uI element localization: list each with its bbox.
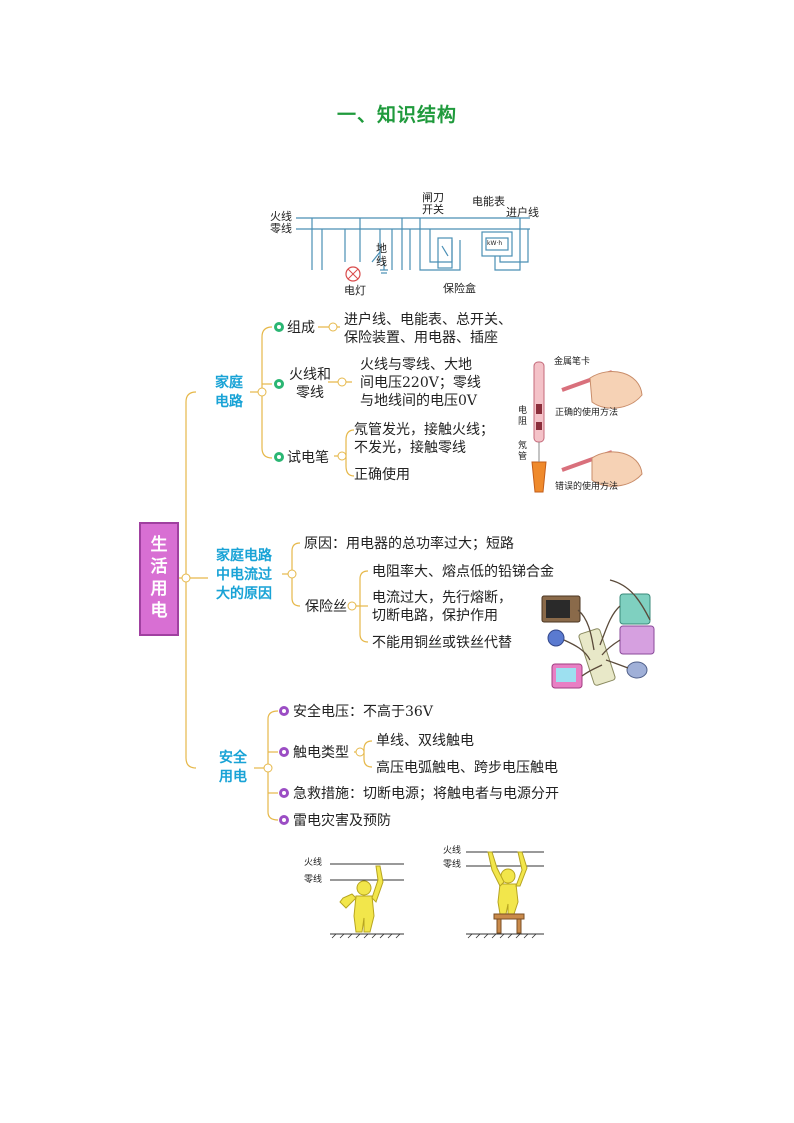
fuse-box-label: 保险盒	[443, 282, 476, 295]
composition-text-2: 保险装置、用电器、插座	[344, 330, 498, 346]
fuse-item-2-line-2: 切断电路，保护作用	[372, 608, 498, 624]
page-title: 一、知识结构	[336, 104, 457, 126]
neon-label-1: 氖	[518, 441, 528, 451]
composition-label: 组成	[287, 320, 315, 336]
ground-label-1: 地	[376, 242, 387, 255]
test-pen-figure	[531, 361, 643, 493]
root-char: 电	[150, 601, 168, 621]
root-char: 活	[150, 557, 168, 577]
fire-line-label: 火线	[270, 210, 292, 223]
metal-cap-label: 金属笔卡	[554, 357, 591, 367]
branch-overcurrent: 家庭电路 中电流过 大的原因	[206, 547, 282, 604]
branch-title-line: 家庭电路	[216, 548, 272, 564]
person-figure-left	[339, 865, 384, 933]
first-aid: 急救措施：切断电源；将触电者与电源分开	[293, 786, 559, 802]
lines-label-1: 火线和	[289, 367, 331, 383]
branch-title-line: 用电	[219, 769, 247, 785]
ground-hatch	[331, 933, 537, 939]
tester-label: 试电笔	[287, 450, 329, 466]
neon-label-2: 管	[518, 452, 528, 462]
branch-title-line: 电路	[215, 394, 243, 410]
person-figure-right	[487, 851, 528, 915]
tester-text-1: 氖管发光，接触火线；	[354, 422, 494, 438]
bullet-icons	[274, 322, 289, 825]
resistor-label-1: 电	[518, 406, 528, 416]
correct-usage-label: 正确的使用方法	[555, 408, 619, 418]
branch-title-line: 中电流过	[216, 567, 272, 583]
tester-text-3: 正确使用	[354, 467, 410, 483]
safe-voltage: 安全电压：不高于36V	[293, 704, 433, 720]
ground-label-2: 线	[376, 255, 387, 268]
shock-types-label: 触电类型	[293, 745, 349, 761]
shock-fire-label-2: 火线	[443, 846, 462, 856]
meter-label: 电能表	[472, 195, 505, 208]
lamp-icon	[345, 266, 361, 282]
fuse-item-1: 电阻率大、熔点低的铅锑合金	[372, 564, 554, 580]
shock-figure	[330, 851, 544, 935]
meter-unit-label: kW·h	[487, 240, 503, 247]
lamp-label: 电灯	[344, 284, 366, 297]
fuse-label: 保险丝	[305, 599, 347, 615]
overcurrent-cause: 原因：用电器的总功率过大；短路	[304, 536, 514, 552]
shock-type-1: 单线、双线触电	[376, 733, 474, 749]
branch-title-line: 安全	[219, 750, 247, 766]
fuse-item-2-line-1: 电流过大，先行熔断，	[372, 590, 512, 606]
branch-safety: 安全 用电	[212, 749, 254, 787]
root-char: 用	[150, 579, 168, 599]
resistor-label-2: 阻	[518, 417, 528, 427]
zero-line-label: 零线	[270, 222, 292, 235]
shock-zero-label-1: 零线	[304, 875, 323, 885]
tester-text-2: 不发光，接触零线	[354, 440, 466, 456]
switch-label-2: 开关	[422, 203, 444, 216]
appliances-figure	[541, 579, 655, 689]
branch-home-circuit: 家庭 电路	[208, 374, 250, 412]
inlet-label: 进户线	[506, 206, 539, 219]
stool-icon	[493, 913, 525, 934]
lines-label-2: 零线	[296, 385, 324, 401]
lines-text-2: 间电压220V；零线	[360, 375, 481, 391]
switch-label-1: 闸刀	[422, 191, 444, 204]
lightning: 雷电灾害及预防	[293, 813, 391, 829]
shock-fire-label-1: 火线	[304, 858, 323, 868]
root-node: 生 活 用 电	[139, 522, 179, 636]
branch-title-line: 大的原因	[216, 586, 272, 602]
lines-text-3: 与地线间的电压0V	[360, 393, 478, 409]
lines-text-1: 火线与零线、大地	[360, 357, 472, 373]
shock-zero-label-2: 零线	[443, 860, 462, 870]
root-char: 生	[150, 535, 168, 555]
wrong-usage-label: 错误的使用方法	[555, 482, 619, 492]
circuit-diagram	[296, 217, 530, 274]
shock-type-2: 高压电弧触电、跨步电压触电	[376, 760, 558, 776]
composition-text-1: 进户线、电能表、总开关、	[344, 312, 512, 328]
fuse-item-3: 不能用铜丝或铁丝代替	[372, 635, 512, 651]
branch-title-line: 家庭	[215, 375, 243, 391]
